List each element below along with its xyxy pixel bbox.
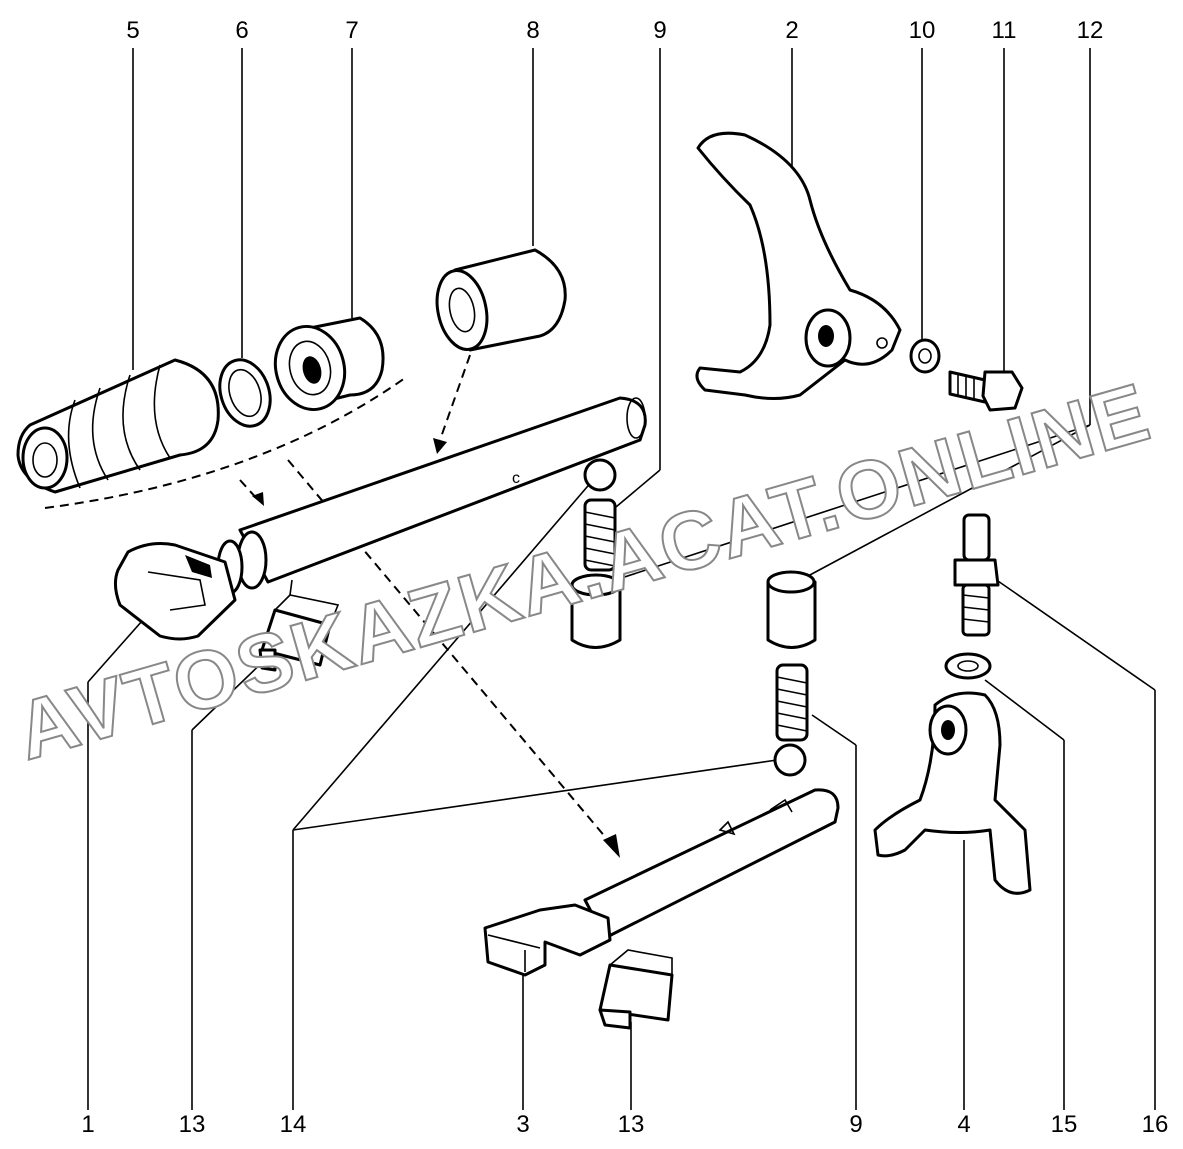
part-13-clip-left <box>258 579 340 672</box>
part-12-sleeve-left <box>570 573 622 649</box>
callout-5: 5 <box>126 17 139 44</box>
callout-7: 7 <box>345 17 358 44</box>
part-2-fork <box>695 131 902 400</box>
part-7-seal <box>273 316 385 412</box>
part-13-clip-right <box>598 949 674 1030</box>
part-16-stud <box>953 513 1000 637</box>
callout-8: 8 <box>526 17 539 44</box>
part-1-shift-rail: c <box>113 396 647 641</box>
part-9-spring-bottom <box>775 663 809 742</box>
leader-lines <box>87 48 1156 1110</box>
svg-text:c: c <box>512 470 520 487</box>
part-15-washer <box>944 652 992 680</box>
part-12-sleeve-right <box>766 570 817 649</box>
part-3-shift-rail <box>483 788 840 977</box>
callout-10: 10 <box>909 17 936 44</box>
part-14-balls <box>583 458 807 777</box>
top-callouts: 5 6 7 8 9 2 10 11 12 <box>126 17 1103 44</box>
callout-6: 6 <box>235 17 248 44</box>
callout-4: 4 <box>957 1111 970 1138</box>
callout-2: 2 <box>785 17 798 44</box>
callout-14: 14 <box>280 1111 307 1138</box>
callout-11: 11 <box>992 17 1017 44</box>
callout-13-left: 13 <box>179 1111 206 1138</box>
callout-12: 12 <box>1077 17 1104 44</box>
part-9-spring-top <box>583 498 617 572</box>
callout-9-top: 9 <box>653 17 666 44</box>
callout-3: 3 <box>516 1111 529 1138</box>
callout-13-right: 13 <box>618 1111 645 1138</box>
part-8-sleeve <box>435 248 567 352</box>
part-6-oring <box>218 358 272 428</box>
callout-9-bottom: 9 <box>849 1111 862 1138</box>
callout-16: 16 <box>1142 1111 1169 1138</box>
part-4-fork <box>873 691 1032 895</box>
part-5-boot <box>16 358 220 494</box>
callout-1: 1 <box>81 1111 94 1138</box>
part-11-bolt <box>948 370 1024 412</box>
part-10-washer <box>909 338 941 374</box>
bottom-callouts: 1 13 14 3 13 9 4 15 16 <box>81 1111 1168 1138</box>
callout-15: 15 <box>1051 1111 1078 1138</box>
